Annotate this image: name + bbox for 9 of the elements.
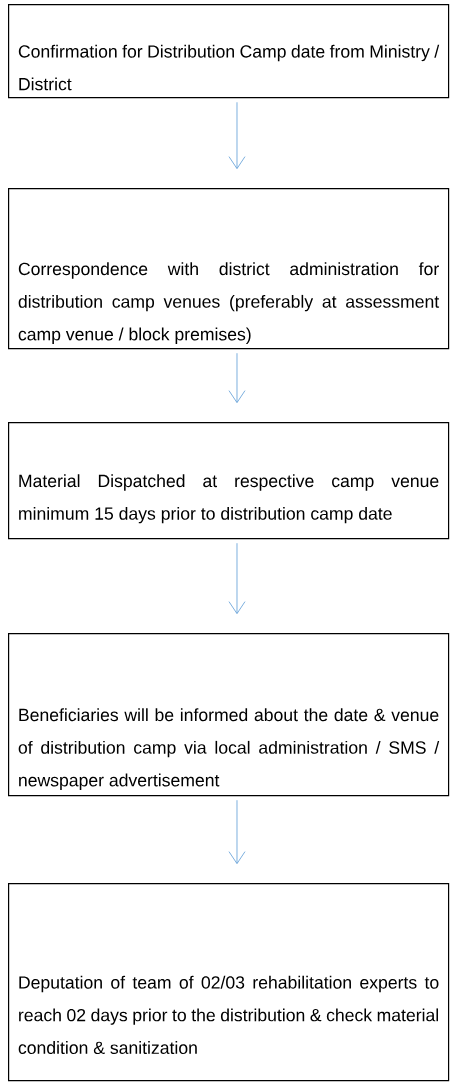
arrow	[228, 101, 246, 169]
process-box: Material Dispatched at respective camp venue minimum 15 days prior to distribution camp date	[8, 422, 450, 540]
arrow	[228, 352, 246, 403]
process-box: Correspondence with district administration for distribution camp venues (preferably at assessment camp venue / block premises)	[8, 188, 450, 350]
arrow	[228, 542, 246, 614]
process-box: Deputation of team of 02/03 rehabilitation experts to reach 02 days prior to the distribution & check material condition & sanitization	[8, 883, 450, 1082]
process-box: Beneficiaries will be informed about the date & venue of distribution camp via local administration / SMS / newspaper advertisement	[8, 633, 450, 797]
arrow	[228, 799, 246, 864]
process-box: Confirmation for Distribution Camp date from Ministry / District	[8, 4, 450, 99]
